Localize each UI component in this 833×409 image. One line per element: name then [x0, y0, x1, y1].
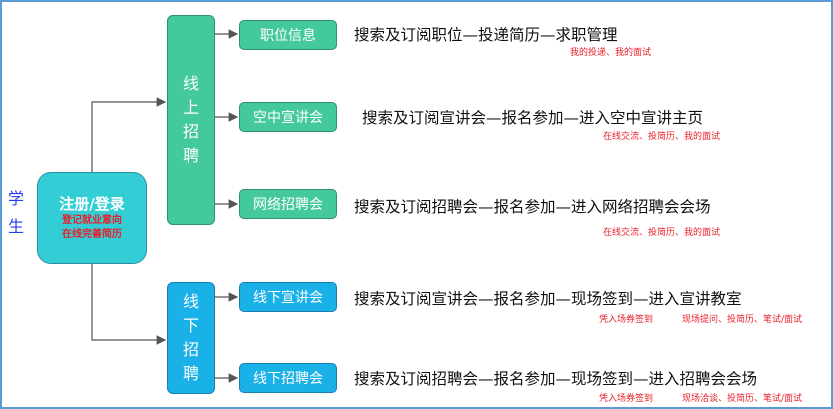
- flow-note: 凭入场券签到: [599, 394, 654, 404]
- flow-text: 搜索及订阅招聘会—报名参加—现场签到—进入招聘会会场: [354, 370, 758, 388]
- offline-talk-box: 线下宣讲会: [239, 282, 337, 312]
- student-label: 学生: [8, 185, 28, 241]
- flow-note: 现场洽谈、投简历、笔试/面试: [682, 394, 803, 404]
- job-info-box: 职位信息: [239, 20, 337, 50]
- register-title: 注册/登录: [59, 195, 125, 213]
- register-note: 在线完善简历: [62, 229, 122, 240]
- offline-fair-box: 线下招聘会: [239, 363, 337, 393]
- register-note: 登记就业意向: [62, 215, 122, 226]
- online-recruitment-box: 线上招聘: [167, 15, 215, 225]
- flow-note: 凭入场券签到: [599, 315, 654, 325]
- label-char: 生: [8, 217, 25, 236]
- flow-note: 在线交流、投简历、我的面试: [603, 228, 721, 238]
- flow-text: 搜索及订阅职位—投递简历—求职管理: [354, 26, 618, 44]
- flow-note: 现场提问、投简历、笔试/面试: [682, 315, 803, 325]
- flow-text: 搜索及订阅宣讲会—报名参加—现场签到—进入宣讲教室: [354, 290, 742, 308]
- offline-recruitment-box: 线下招聘: [167, 282, 215, 394]
- offline-label: 线下招聘: [182, 292, 199, 383]
- arrow-to-online: [91, 97, 167, 172]
- label-char: 学: [8, 189, 25, 208]
- flow-text: 搜索及订阅招聘会—报名参加—进入网络招聘会会场: [354, 198, 711, 216]
- flow-text: 搜索及订阅宣讲会—报名参加—进入空中宣讲主页: [362, 109, 704, 127]
- register-login-box: 注册/登录 登记就业意向 在线完善简历: [37, 172, 147, 264]
- air-talk-box: 空中宣讲会: [239, 102, 337, 132]
- flow-note: 我的投递、我的面试: [570, 48, 652, 58]
- online-label: 线上招聘: [182, 74, 199, 165]
- arrow-to-offline: [91, 264, 167, 345]
- flow-note: 在线交流、投简历、我的面试: [603, 132, 721, 142]
- online-fair-box: 网络招聘会: [239, 189, 337, 219]
